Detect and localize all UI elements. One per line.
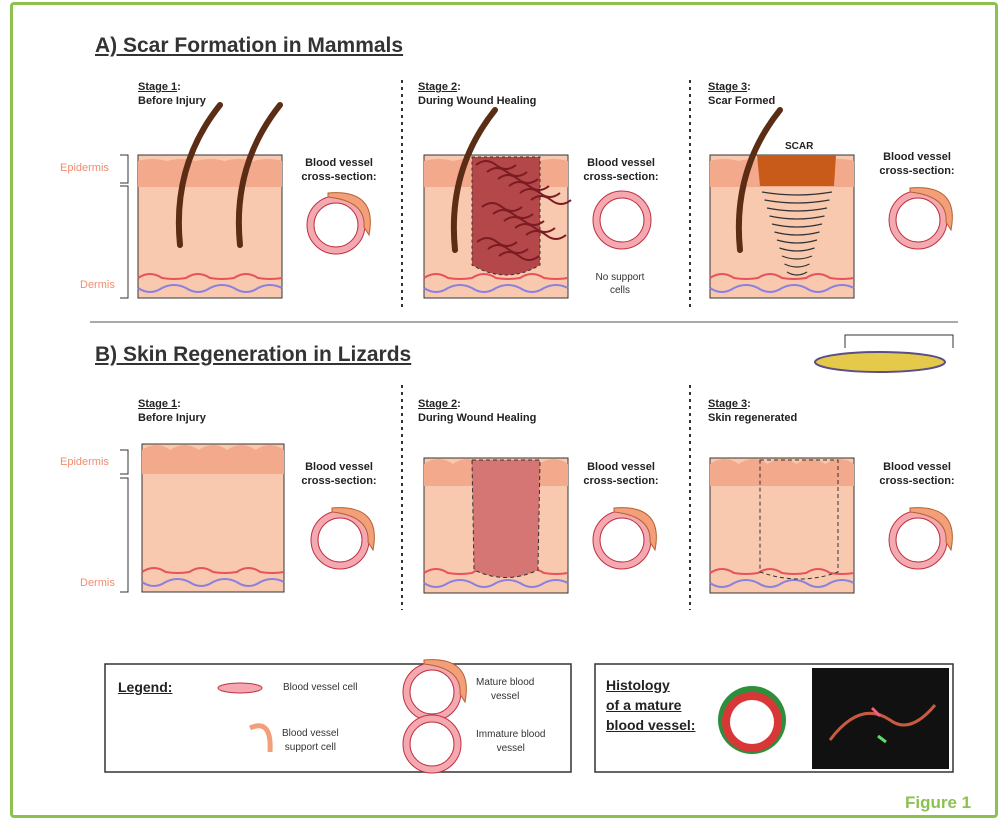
lizard-bracket — [845, 335, 953, 348]
a-epidermis-bracket — [120, 155, 128, 183]
scar-cap — [757, 155, 836, 186]
a1-vessel — [307, 193, 370, 254]
epidermis-layer — [138, 159, 282, 187]
b3-skin — [710, 458, 854, 593]
a-stage2-heading: Stage 2:During Wound Healing — [418, 80, 536, 108]
section-b-title: B) Skin Regeneration in Lizards — [95, 343, 411, 367]
histology-vessel — [718, 686, 786, 754]
vessel-lumen — [410, 722, 454, 766]
epidermis-layer — [142, 445, 284, 474]
b-epidermis-bracket — [120, 450, 128, 474]
a-epidermis-label: Epidermis — [60, 162, 109, 174]
scar-label: SCAR — [785, 141, 813, 152]
b1-vessel — [311, 508, 374, 569]
b2-wound — [472, 460, 540, 578]
epidermis-layer — [710, 459, 854, 486]
vessel-lumen — [314, 203, 358, 247]
b-stage2-heading: Stage 2:During Wound Healing — [418, 397, 536, 425]
no-support-label: No supportcells — [590, 271, 650, 297]
a-stage1-heading: Stage 1:Before Injury — [138, 80, 206, 108]
b2-vessel — [593, 508, 656, 569]
vessel-lumen — [318, 518, 362, 562]
section-a-title: A) Scar Formation in Mammals — [95, 34, 403, 58]
lizard — [815, 352, 945, 372]
a1-skin — [138, 155, 282, 298]
vessel-lumen — [896, 518, 940, 562]
legend-support-label: Blood vesselsupport cell — [282, 727, 339, 755]
figure-label: Figure 1 — [905, 793, 971, 813]
b-stage3-heading: Stage 3:Skin regenerated — [708, 397, 797, 425]
vessel-lumen — [600, 198, 644, 242]
a-dermis-bracket — [120, 186, 128, 298]
vessel-lumen — [600, 518, 644, 562]
a2-vessel — [593, 191, 651, 249]
vessel-lumen — [410, 670, 454, 714]
vessel-lumen — [896, 198, 940, 242]
b-epidermis-label: Epidermis — [60, 456, 109, 468]
b-dermis-label: Dermis — [80, 577, 115, 589]
histology-lumen — [730, 700, 774, 744]
legend-cell-icon — [218, 683, 262, 693]
b-dermis-bracket — [120, 478, 128, 592]
a-dermis-label: Dermis — [80, 279, 115, 291]
b1-skin — [142, 444, 284, 592]
legend-title: Legend: — [118, 679, 172, 695]
b3-vessel — [889, 508, 952, 569]
b-stage1-heading: Stage 1:Before Injury — [138, 397, 206, 425]
legend-immature-icon — [403, 715, 461, 773]
a-stage3-heading: Stage 3:Scar Formed — [708, 80, 775, 108]
micrograph — [812, 668, 949, 769]
a3-vessel — [889, 188, 952, 249]
legend-cell-label: Blood vessel cell — [283, 681, 357, 695]
